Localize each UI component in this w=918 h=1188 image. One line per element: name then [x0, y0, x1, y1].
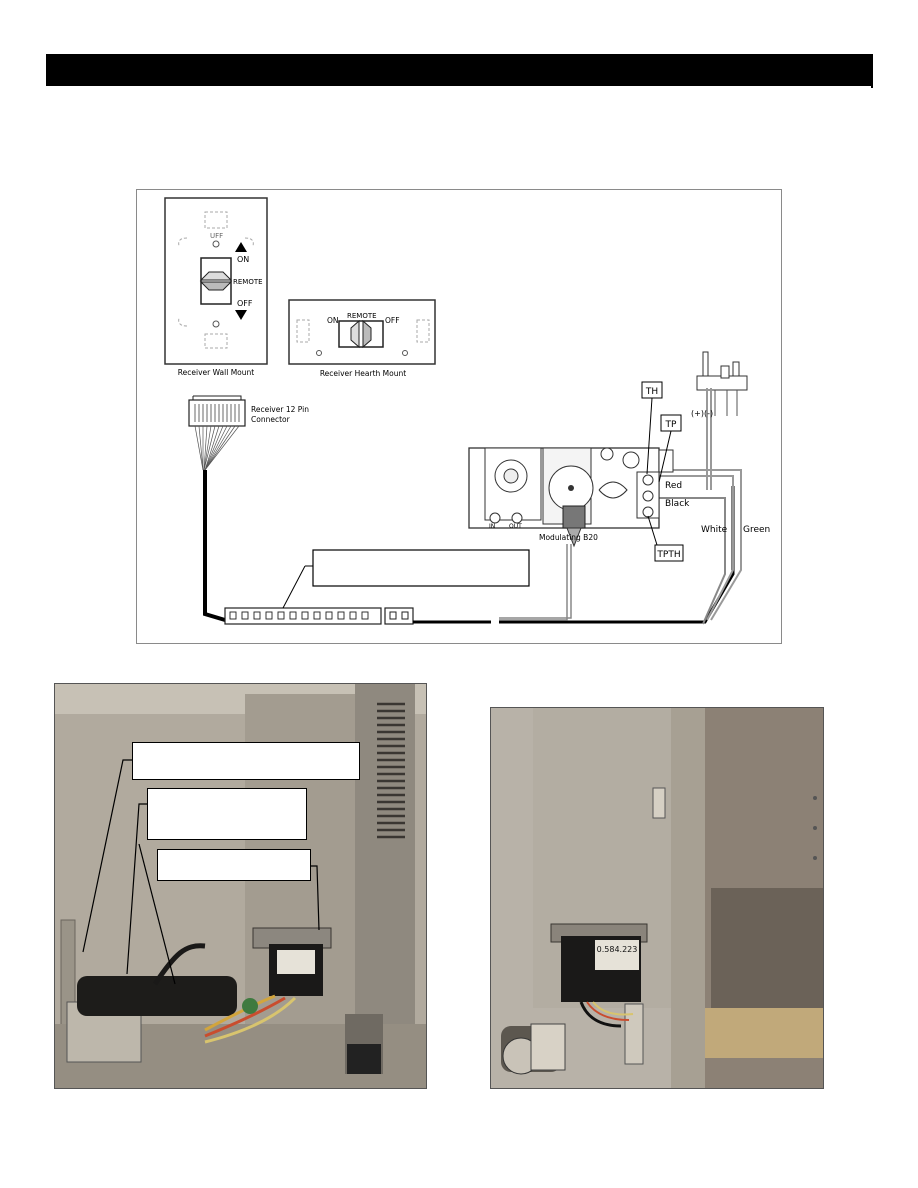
wall-remote-label: REMOTE — [233, 278, 263, 286]
photo-left-callout-2 — [147, 788, 307, 840]
photo-left — [54, 683, 427, 1089]
terminal-tpth-label: TPTH — [656, 550, 680, 560]
polarity-label: (+)(-) — [691, 409, 713, 418]
valve-caption: Modulating B20 — [539, 533, 598, 542]
receiver-wall-mount: UFF ON REMOTE OFF Receiver Wall Mount — [164, 197, 268, 377]
terminal-tp-label: TP — [665, 420, 677, 430]
valve-out-label: OUT — [509, 523, 522, 530]
receiver-12-pin-connector: Receiver 12 Pin Connector — [188, 395, 309, 471]
wiring-harness — [203, 469, 742, 625]
wire-red-label: Red — [665, 481, 682, 491]
connector-label-line1: Receiver 12 Pin — [251, 405, 309, 414]
terminal-labels: TH TP TPTH Red Black White Green — [641, 381, 770, 562]
pilot-assembly: (+)(-) — [691, 351, 748, 490]
modulating-b20-valve: IN OUT Modulating B20 — [468, 447, 674, 548]
wall-mount-caption: Receiver Wall Mount — [178, 368, 254, 377]
module-number-label: 0.584.223 — [597, 945, 638, 954]
section-header-bar — [46, 54, 873, 86]
harness-callout — [282, 549, 530, 609]
wall-down-arrow-icon — [235, 310, 247, 320]
terminal-th-label: TH — [645, 387, 658, 397]
wiring-diagram-svg: UFF ON REMOTE OFF Receiver Wall Mount ON — [164, 197, 770, 625]
header-rule — [871, 54, 873, 88]
photo-right: 0.584.223 — [490, 707, 824, 1089]
wall-up-arrow-icon — [235, 242, 247, 252]
wiring-diagram: UFF ON REMOTE OFF Receiver Wall Mount ON — [136, 189, 782, 644]
hearth-on-label: ON — [327, 316, 339, 325]
wall-on-label: ON — [237, 255, 249, 264]
valve-in-label: IN — [489, 523, 495, 530]
hearth-off-label: OFF — [385, 316, 400, 325]
wire-green-label: Green — [743, 525, 770, 535]
photo-left-callout-1 — [132, 742, 360, 780]
hearth-mount-caption: Receiver Hearth Mount — [320, 369, 406, 378]
wall-faint-off-label: UFF — [210, 232, 223, 240]
wire-white-label: White — [701, 525, 728, 535]
connector-label-line2: Connector — [251, 415, 291, 424]
hearth-remote-label: REMOTE — [347, 312, 377, 320]
receiver-hearth-mount: ON REMOTE OFF Receiver Hearth Mount — [288, 299, 436, 378]
wall-off-label: OFF — [237, 299, 253, 308]
photo-right-scene: 0.584.223 — [491, 708, 823, 1088]
photo-left-callout-3 — [157, 849, 311, 881]
wire-black-label: Black — [665, 499, 690, 509]
